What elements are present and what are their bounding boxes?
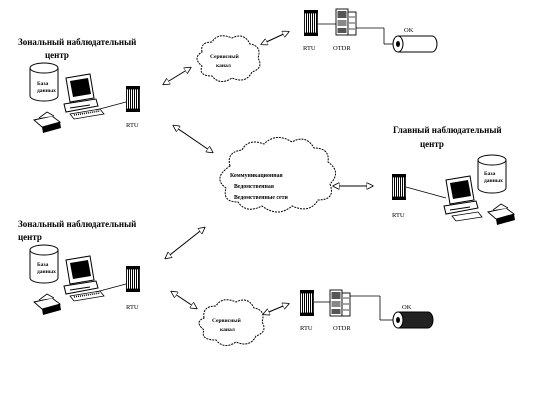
rtu-icon (125, 265, 141, 293)
rtu-icon (303, 9, 319, 37)
rtu-icon (299, 289, 315, 317)
zonal-center-bottom-subtitle: центр (18, 232, 42, 242)
service-channel-label: Сервисный (210, 53, 240, 60)
fiber-cable-icon (396, 317, 400, 323)
rtu-label: RTU (392, 212, 405, 219)
ok-label: OK (404, 27, 414, 34)
core-label: Ведомственные сети (234, 195, 288, 201)
rtu-label: RTU (303, 45, 316, 52)
double-arrow (172, 292, 196, 308)
fiber-cable-icon (396, 41, 400, 47)
service-channel-label: канал (220, 327, 235, 333)
db-label: данных (37, 88, 56, 94)
rtu-icon (125, 85, 141, 113)
otdr-icon (329, 289, 351, 317)
main-center-subtitle: центр (420, 139, 444, 149)
double-arrow (164, 68, 190, 84)
rtu-label: RTU (126, 122, 139, 129)
zonal-center-top-subtitle: центр (45, 50, 69, 60)
core-label: Ведомственная (234, 184, 274, 190)
ok-label: OK (402, 304, 412, 311)
db-label: База (37, 81, 49, 87)
zonal-center-top-title: Зональный наблюдательный (18, 37, 136, 47)
zonal-center-bottom-title: Зональный наблюдательный (18, 219, 136, 229)
zonal-center-top: Зональный наблюдательный центр База данн… (18, 37, 141, 134)
db-label: данных (37, 269, 56, 275)
rtu-icon (391, 173, 407, 201)
double-arrow (262, 32, 288, 44)
otdr-label: OTDR (333, 45, 351, 52)
service-channel-cloud-top: Сервисный канал (196, 35, 261, 82)
workstation-icon (29, 62, 105, 134)
core-network-cloud: Коммуникационная Ведомственная Ведомстве… (219, 137, 336, 213)
zonal-center-bottom: Зональный наблюдательный центр База данн… (18, 219, 141, 316)
main-center-title: Главный наблюдательный (393, 125, 502, 135)
remote-site-bottom: RTU OTDR OK (299, 289, 434, 332)
db-label: База (37, 262, 49, 268)
remote-site-top: RTU OTDR OK (303, 8, 438, 53)
db-label: База (484, 171, 496, 177)
workstation-icon (443, 154, 516, 225)
workstation-icon (29, 244, 105, 316)
core-label: Коммуникационная (230, 173, 283, 179)
service-channel-label: Сервисный (212, 317, 242, 324)
double-arrow (174, 126, 212, 152)
otdr-label: OTDR (333, 325, 351, 332)
service-channel-cloud-bottom: Сервисный канал (198, 299, 265, 346)
rtu-label: RTU (300, 325, 313, 332)
connection-arrows (164, 32, 372, 314)
rtu-label: RTU (126, 304, 139, 311)
double-arrow (264, 304, 288, 314)
db-label: данных (484, 178, 503, 184)
double-arrow (166, 228, 204, 258)
main-center: Главный наблюдательный центр RTU База да… (391, 125, 516, 225)
service-channel-label: канал (216, 63, 231, 69)
otdr-icon (335, 8, 357, 36)
